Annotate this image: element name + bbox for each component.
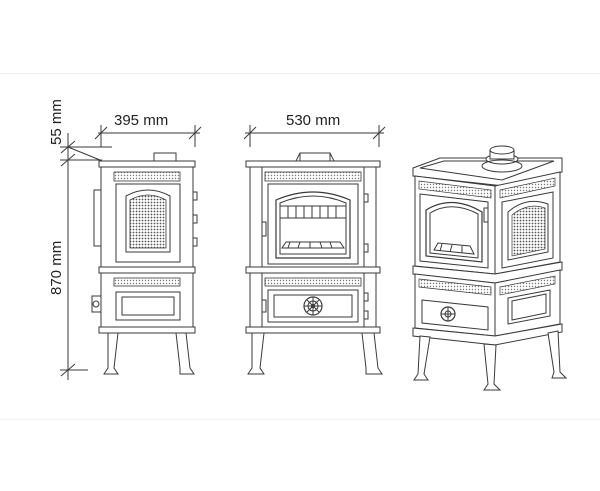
stove-perspective-view [412, 145, 568, 391]
stove-front-view: 530 mm [243, 112, 386, 375]
side-width-label: 395 mm [114, 112, 168, 129]
height-top-label: 55 mm [48, 99, 65, 145]
stove-side-view: 395 mm [91, 112, 202, 375]
front-width-label: 530 mm [286, 112, 340, 129]
vertical-dimension-lines [60, 133, 112, 380]
height-body-label: 870 mm [48, 241, 65, 295]
front-width-dimension [243, 125, 386, 147]
side-width-dimension [94, 125, 202, 147]
